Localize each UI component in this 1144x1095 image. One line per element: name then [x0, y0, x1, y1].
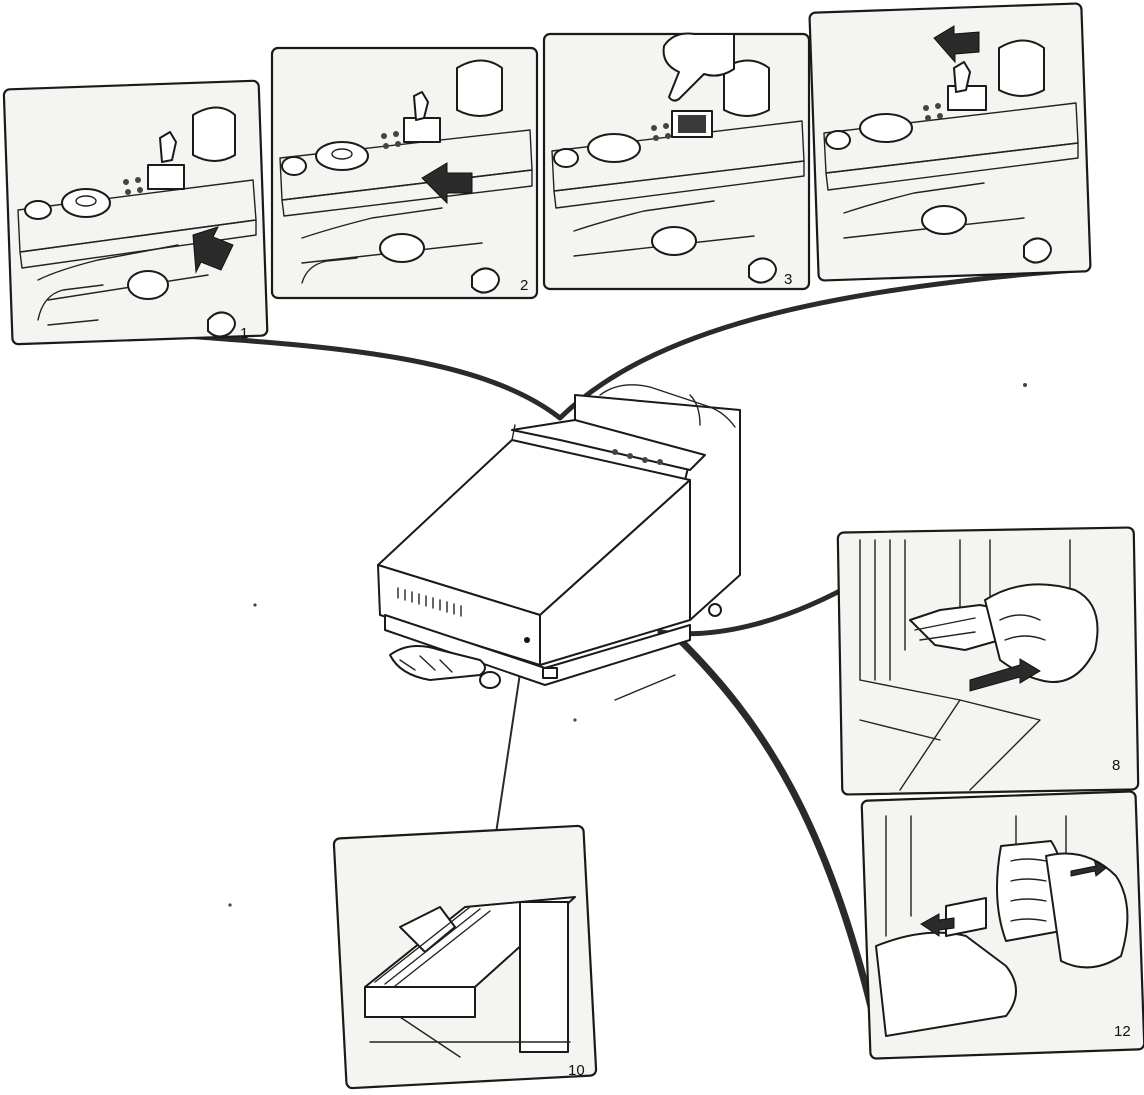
machine-unit [377, 384, 741, 701]
panel-10: 10 [332, 824, 598, 1090]
panel-3: 3 [542, 32, 811, 291]
panel-12-number: 12 [1114, 1023, 1131, 1040]
leader-line-right [557, 267, 1078, 421]
panel-1-number: 1 [240, 325, 248, 342]
leader-line-panel-12 [676, 636, 884, 1049]
panel-2: 2 [270, 46, 539, 300]
panel-3-number: 3 [784, 271, 792, 288]
panel-4 [808, 2, 1092, 282]
panel-12: 12 [860, 790, 1144, 1060]
panel-2-number: 2 [520, 277, 528, 294]
vent-grille [397, 587, 462, 617]
panel-8: 8 [836, 526, 1140, 796]
panel-8-number: 8 [1112, 757, 1120, 774]
panel-10-number: 10 [568, 1062, 585, 1079]
panel-1: 1 [2, 79, 269, 346]
